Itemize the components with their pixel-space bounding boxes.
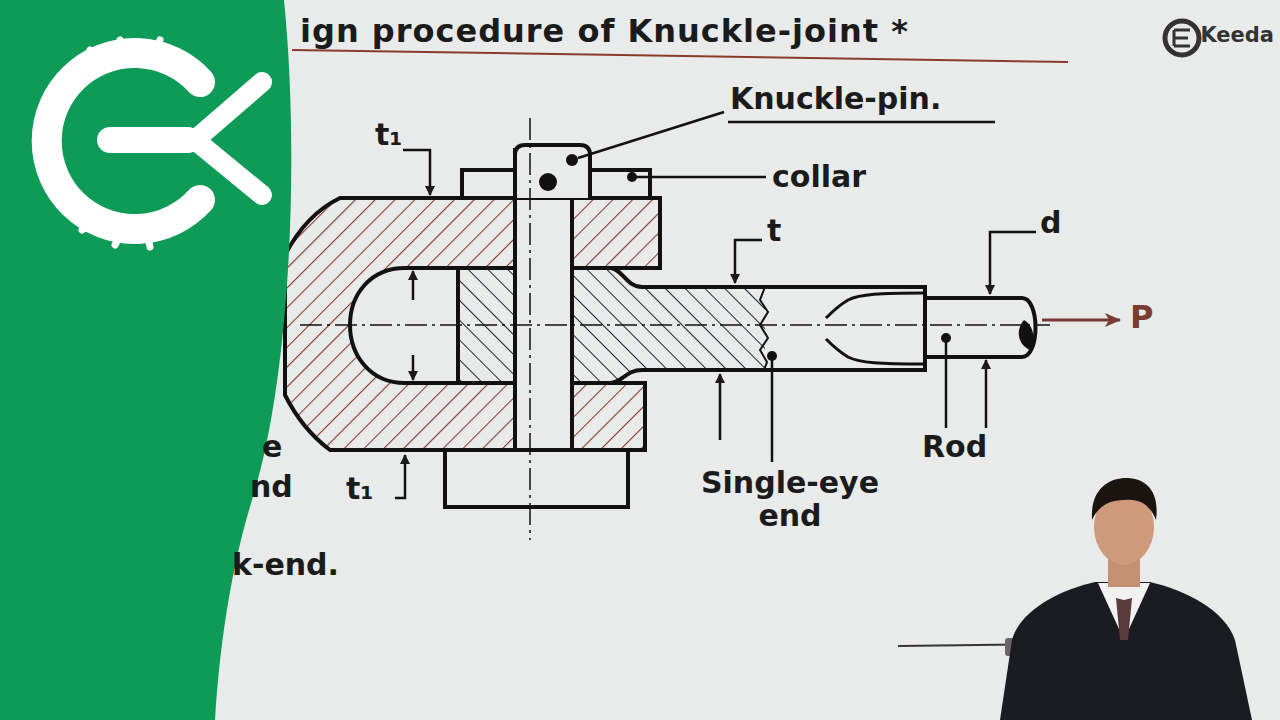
part-label: collar	[772, 160, 866, 193]
part-label: Knuckle-pin.	[730, 82, 941, 115]
logo-text: Keeda	[1200, 24, 1274, 47]
page-title: ign procedure of Knuckle-joint *	[300, 14, 909, 49]
dimension-label: t₁	[375, 118, 402, 151]
part-label-fragment: e	[262, 430, 282, 463]
dimension-label: t	[767, 214, 781, 247]
part-label-fragment: k-end.	[232, 548, 339, 581]
part-label-fragment: nd	[250, 470, 293, 503]
load-label: P	[1130, 300, 1153, 335]
part-label: Single-eye end	[680, 466, 900, 532]
dimension-label: d	[1040, 206, 1061, 239]
dimension-label: t₁	[346, 472, 373, 505]
part-label: Rod	[922, 430, 987, 463]
